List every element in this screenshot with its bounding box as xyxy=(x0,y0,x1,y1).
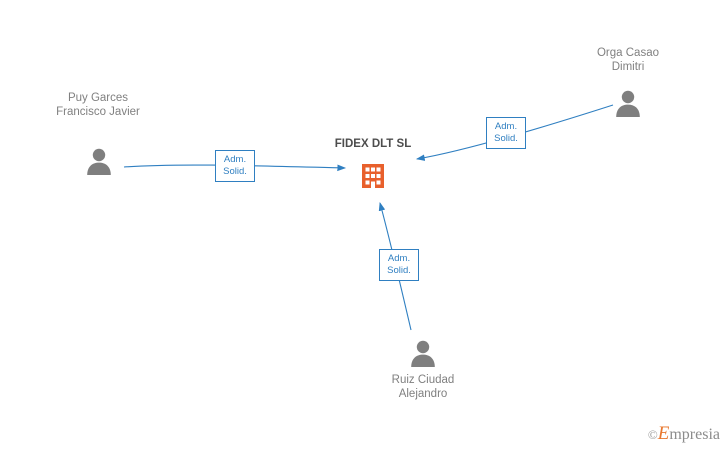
person-label-orga-casao-dimitri: Orga Casao Dimitri xyxy=(596,47,659,73)
edge-label-puy-garces[interactable]: Adm. Solid. xyxy=(215,150,255,182)
person-icon-puy-garces-francisco-javier[interactable] xyxy=(84,146,114,176)
building-icon[interactable] xyxy=(360,161,386,191)
edge-label-orga-casao[interactable]: Adm. Solid. xyxy=(486,117,526,149)
person-icon-orga-casao-dimitri[interactable] xyxy=(613,88,643,118)
watermark-brand-initial: E xyxy=(657,423,670,444)
watermark-brand-rest: mpresia xyxy=(669,426,720,443)
watermark-copyright: © xyxy=(647,427,658,442)
edge-label-ruiz-ciudad[interactable]: Adm. Solid. xyxy=(379,249,419,281)
person-label-puy-garces-francisco-javier: Puy Garces Francisco Javier xyxy=(56,92,140,118)
watermark-empresia: ©Empresia xyxy=(648,423,720,445)
person-icon-ruiz-ciudad-alejandro[interactable] xyxy=(408,338,438,368)
person-label-ruiz-ciudad-alejandro: Ruiz Ciudad Alejandro xyxy=(391,374,455,400)
company-label: FIDEX DLT SL xyxy=(334,138,412,150)
